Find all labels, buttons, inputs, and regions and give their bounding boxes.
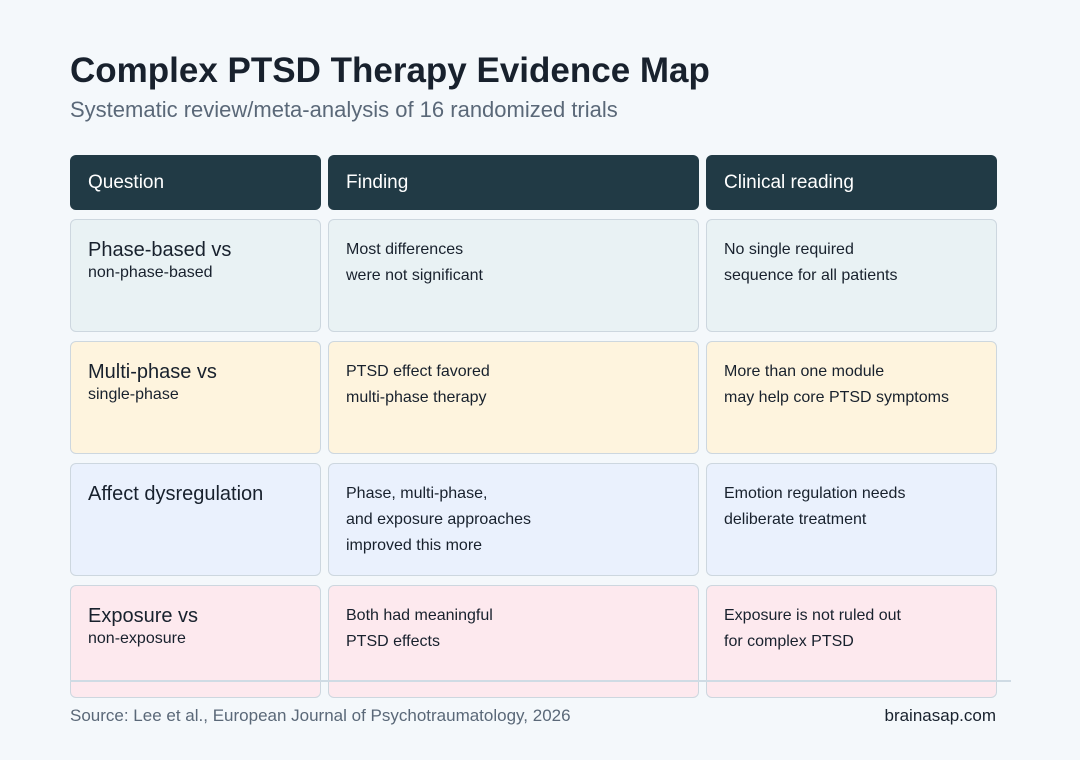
brand-label: brainasap.com <box>884 706 996 725</box>
question-sub: single-phase <box>88 386 179 403</box>
finding-text: Phase, multi-phase, and exposure approac… <box>346 485 532 554</box>
reading-text: No single required sequence for all pati… <box>724 241 898 284</box>
reading-text: Exposure is not ruled out for complex PT… <box>724 607 901 650</box>
reading-cell-exposure: Exposure is not ruled out for complex PT… <box>706 585 997 698</box>
finding-cell-affect-dysregulation: Phase, multi-phase, and exposure approac… <box>328 463 699 576</box>
finding-cell-phase-based: Most differences were not significant <box>328 219 699 332</box>
question-cell-exposure: Exposure vs non-exposure <box>70 585 321 698</box>
question-sub: non-phase-based <box>88 264 213 281</box>
finding-cell-exposure: Both had meaningful PTSD effects <box>328 585 699 698</box>
column-header-finding: Finding <box>328 155 699 210</box>
question-cell-affect-dysregulation: Affect dysregulation <box>70 463 321 576</box>
evidence-table: Question Finding Clinical reading Phase-… <box>70 155 997 698</box>
finding-text: Both had meaningful PTSD effects <box>346 607 493 650</box>
question-main: Exposure vs <box>88 605 199 627</box>
footer-divider <box>70 680 1011 682</box>
finding-cell-multi-phase: PTSD effect favored multi-phase therapy <box>328 341 699 454</box>
question-main: Affect dysregulation <box>88 483 264 505</box>
reading-cell-multi-phase: More than one module may help core PTSD … <box>706 341 997 454</box>
column-header-question: Question <box>70 155 321 210</box>
page-subtitle: Systematic review/meta-analysis of 16 ra… <box>70 97 618 122</box>
column-header-clinical-reading: Clinical reading <box>706 155 997 210</box>
reading-cell-phase-based: No single required sequence for all pati… <box>706 219 997 332</box>
question-cell-phase-based: Phase-based vs non-phase-based <box>70 219 321 332</box>
question-main: Multi-phase vs <box>88 361 217 383</box>
question-sub: non-exposure <box>88 630 186 647</box>
source-citation: Source: Lee et al., European Journal of … <box>70 706 571 725</box>
finding-text: Most differences were not significant <box>346 241 483 284</box>
reading-text: More than one module may help core PTSD … <box>724 363 949 406</box>
finding-text: PTSD effect favored multi-phase therapy <box>346 363 490 406</box>
reading-text: Emotion regulation needs deliberate trea… <box>724 485 906 528</box>
question-main: Phase-based vs <box>88 239 232 261</box>
reading-cell-affect-dysregulation: Emotion regulation needs deliberate trea… <box>706 463 997 576</box>
page-title: Complex PTSD Therapy Evidence Map <box>70 51 710 90</box>
question-cell-multi-phase: Multi-phase vs single-phase <box>70 341 321 454</box>
